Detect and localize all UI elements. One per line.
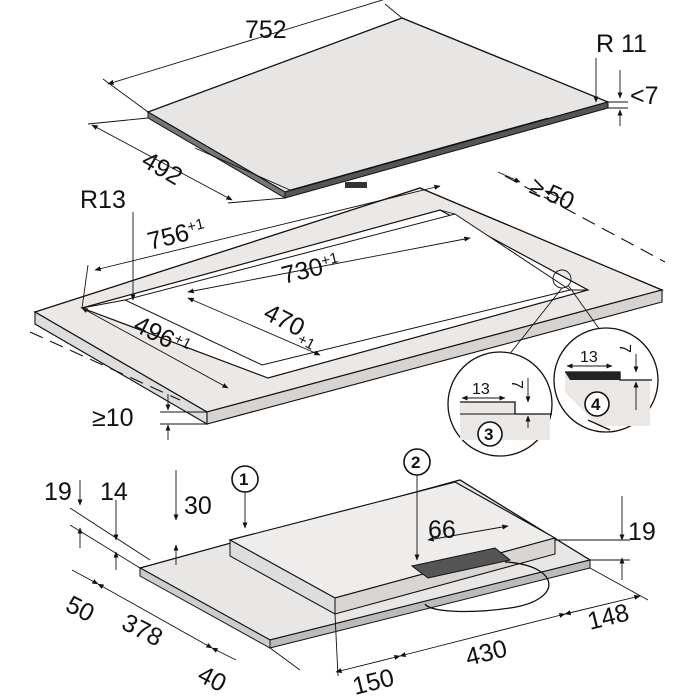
- detail-3: 13 7 3: [447, 351, 553, 457]
- dim-line-66: [427, 524, 509, 542]
- label-ge10: ≥10: [92, 404, 134, 432]
- dim-line-496: [81, 307, 229, 389]
- ext-line-752-left: [102, 78, 149, 113]
- dim-line-730: [187, 236, 471, 294]
- ext-base-3: [589, 567, 649, 601]
- label-430: 430: [463, 635, 510, 672]
- label-19-left: 19: [44, 478, 72, 506]
- label-150: 150: [350, 664, 397, 700]
- power-cable: [424, 561, 550, 613]
- label-ge50: ≥50: [526, 172, 579, 216]
- detail-3-label-7: 7: [508, 380, 525, 389]
- ext-line-492: [87, 117, 149, 125]
- dim-line-148: [564, 594, 641, 616]
- callout-1-label: 1: [239, 470, 248, 489]
- detail-4-label-13: 13: [580, 349, 598, 366]
- label-756: 756+1: [145, 214, 209, 255]
- callout-2-label: 2: [411, 453, 420, 472]
- hob-body: 1 2 19 14 30 66 19 50 378: [44, 448, 656, 700]
- ext-19-a: [69, 507, 151, 561]
- ext-base-2: [334, 613, 339, 677]
- callout-3-label: 3: [484, 425, 493, 444]
- dim-line-150: [335, 654, 401, 674]
- label-14: 14: [100, 478, 128, 506]
- detail-3-label-13: 13: [472, 381, 490, 398]
- dim-line-40: [211, 647, 237, 661]
- label-19-right: 19: [628, 518, 656, 546]
- callout-4-label: 4: [591, 395, 601, 414]
- leader-detail-4: [567, 284, 601, 331]
- leader-detail-3: [504, 287, 563, 361]
- label-66: 66: [428, 516, 456, 544]
- ext-19-b: [69, 524, 141, 569]
- ext-756-left: [81, 264, 89, 309]
- ext-line-492b: [227, 197, 286, 204]
- label-lt7: <7: [630, 82, 659, 110]
- dim-arrow-50-b: [544, 190, 566, 201]
- label-30: 30: [184, 492, 212, 520]
- dim-line-470: [187, 297, 321, 356]
- label-148: 148: [585, 599, 632, 636]
- dim-line-430: [399, 612, 566, 658]
- ext-base-1: [269, 647, 301, 671]
- label-50: 50: [61, 590, 98, 628]
- dim-50-a: [71, 569, 99, 585]
- detail-3-profile: [460, 401, 552, 415]
- callout-3-circle: [477, 421, 503, 447]
- label-r13: R13: [80, 186, 126, 214]
- label-40: 40: [193, 660, 230, 698]
- dashed-front-left: [29, 331, 181, 401]
- rebate-edge-1: [439, 209, 456, 215]
- callout-4-circle: [584, 391, 610, 417]
- detail-4: 13 7 4: [553, 327, 659, 433]
- dim-line-752: [107, 0, 403, 85]
- connection-block: [410, 547, 512, 579]
- dim-line-756: [94, 184, 441, 272]
- detail-4-seal: [587, 419, 611, 431]
- dashed-rear-right: [504, 175, 666, 263]
- dim-arrow-50-a: [497, 171, 521, 183]
- rebate-edge-3: [81, 299, 126, 309]
- label-730: 730+1: [279, 248, 343, 289]
- label-378: 378: [117, 608, 167, 652]
- ext-line-752-right: [384, 3, 403, 19]
- label-752: 752: [245, 16, 287, 44]
- detail-4-hob-edge: [565, 372, 620, 380]
- hob-underside-connector: [345, 182, 367, 188]
- worktop-cutout: R13 756+1 ≥50 730+1 470+1 496+1: [29, 171, 666, 440]
- hob-plate: 752 492 R 11 <7: [87, 0, 659, 204]
- worktop-side-face: [206, 289, 663, 425]
- detail-4-label-7: 7: [616, 344, 633, 353]
- label-r11: R 11: [596, 30, 647, 58]
- dim-line-378: [97, 583, 213, 649]
